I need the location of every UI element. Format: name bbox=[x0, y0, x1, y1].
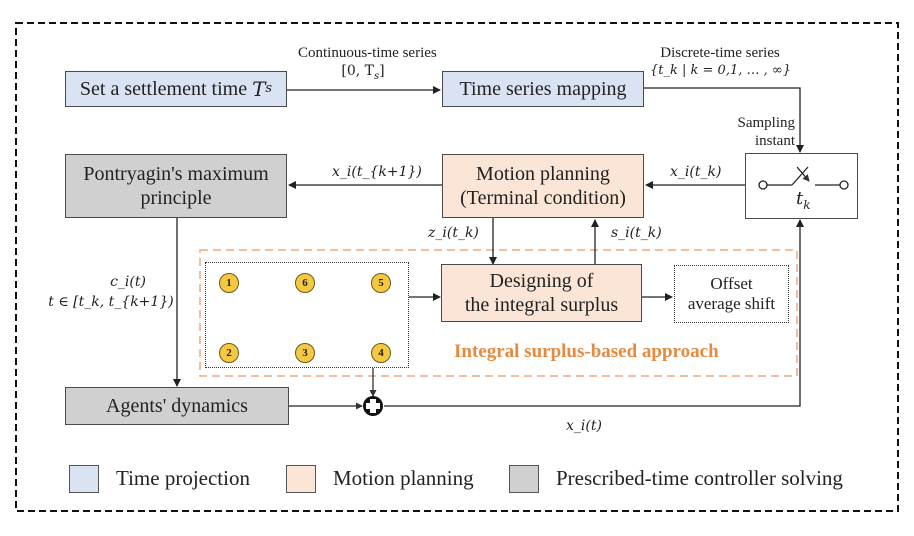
sampling-line1: Sampling bbox=[737, 115, 795, 131]
graph-node-6: 6 bbox=[295, 273, 315, 293]
sampling-switch-icon bbox=[758, 166, 849, 190]
legend-swatch-controller bbox=[509, 465, 539, 493]
agents-dynamics-block[interactable]: Agents' dynamics bbox=[65, 387, 289, 425]
pontryagin-line2: principle bbox=[140, 187, 212, 209]
continuous-title: Continuous-time series bbox=[298, 45, 437, 61]
x-t-label: x_i(t) bbox=[566, 418, 602, 434]
designing-line2: the integral surplus bbox=[464, 294, 619, 316]
offset-line2: average shift bbox=[687, 294, 776, 313]
graph-node-2: 2 bbox=[219, 343, 239, 363]
discrete-set: {t_k | k = 0,1, … , ∞} bbox=[650, 63, 791, 78]
z-tk-label: z_i(t_k) bbox=[428, 225, 479, 241]
pontryagin-block[interactable]: Pontryagin's maximum principle bbox=[65, 154, 287, 218]
offset-average-shift-block[interactable]: Offset average shift bbox=[674, 265, 789, 323]
settlement-symbol: T bbox=[252, 77, 266, 101]
legend-swatch-motion-planning bbox=[286, 465, 316, 493]
offset-line1: Offset bbox=[710, 274, 753, 293]
graph-node-5: 5 bbox=[371, 273, 391, 293]
time-series-mapping-block[interactable]: Time series mapping bbox=[442, 71, 644, 107]
c-t-label: c_i(t) bbox=[110, 274, 146, 290]
settlement-text: Set a settlement time bbox=[79, 78, 248, 100]
motion-line2: (Terminal condition) bbox=[460, 187, 626, 209]
continuous-range-sub: s bbox=[374, 70, 380, 82]
continuous-range-end: ] bbox=[379, 63, 385, 79]
t-interval-label: t ∈ [t_k, t_{k+1}) bbox=[48, 294, 174, 310]
edge-plus-to-switch bbox=[384, 219, 804, 407]
sampling-instant-label: Sampling instant bbox=[735, 114, 795, 150]
agents-text: Agents' dynamics bbox=[106, 395, 248, 417]
legend-label-time-projection: Time projection bbox=[116, 466, 250, 490]
outer-frame bbox=[15, 22, 899, 512]
summing-junction-icon bbox=[363, 396, 383, 416]
legend-swatch-time-projection bbox=[69, 465, 99, 493]
switch-label: t bbox=[796, 188, 804, 209]
graph-node-1: 1 bbox=[219, 273, 239, 293]
designing-line1: Designing of bbox=[489, 270, 594, 292]
legend-label-motion-planning: Motion planning bbox=[333, 466, 474, 490]
s-tk-label: s_i(t_k) bbox=[611, 225, 662, 241]
integral-approach-title: Integral surplus-based approach bbox=[454, 341, 719, 362]
x-tk-label: x_i(t_k) bbox=[670, 164, 722, 180]
continuous-range: [0, T bbox=[341, 63, 374, 79]
switch-subscript: k bbox=[803, 198, 811, 212]
mapping-text: Time series mapping bbox=[459, 78, 627, 100]
discrete-title: Discrete-time series bbox=[660, 45, 780, 61]
graph-node-4: 4 bbox=[371, 343, 391, 363]
pontryagin-line1: Pontryagin's maximum bbox=[83, 163, 269, 185]
x-tk1-label: x_i(t_{k+1}) bbox=[332, 164, 422, 180]
edge-mapping-to-switch bbox=[644, 87, 804, 153]
integral-approach-region bbox=[199, 249, 798, 377]
motion-planning-block[interactable]: Motion planning (Terminal condition) bbox=[442, 154, 644, 218]
sampling-switch-block[interactable]: tk bbox=[745, 153, 858, 219]
designing-integral-surplus-block[interactable]: Designing of the integral surplus bbox=[441, 264, 642, 322]
graph-node-3: 3 bbox=[295, 343, 315, 363]
settlement-subscript: s bbox=[265, 81, 273, 96]
continuous-series-label: Continuous-time series [0, Ts] bbox=[298, 44, 437, 86]
sampling-line2: instant bbox=[755, 133, 795, 149]
motion-line1: Motion planning bbox=[476, 163, 610, 185]
legend-label-controller: Prescribed-time controller solving bbox=[556, 466, 843, 490]
discrete-series-label: Discrete-time series {t_k | k = 0,1, … ,… bbox=[650, 44, 791, 80]
